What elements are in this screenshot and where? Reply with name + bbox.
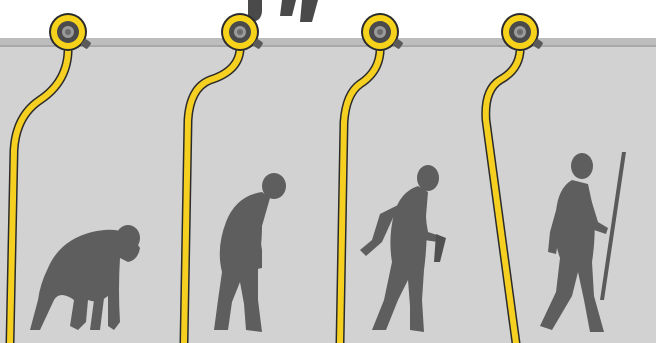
ceiling-rail-shadow: [0, 45, 656, 47]
top-background: [0, 0, 656, 42]
ceiling-rail: [0, 38, 656, 46]
